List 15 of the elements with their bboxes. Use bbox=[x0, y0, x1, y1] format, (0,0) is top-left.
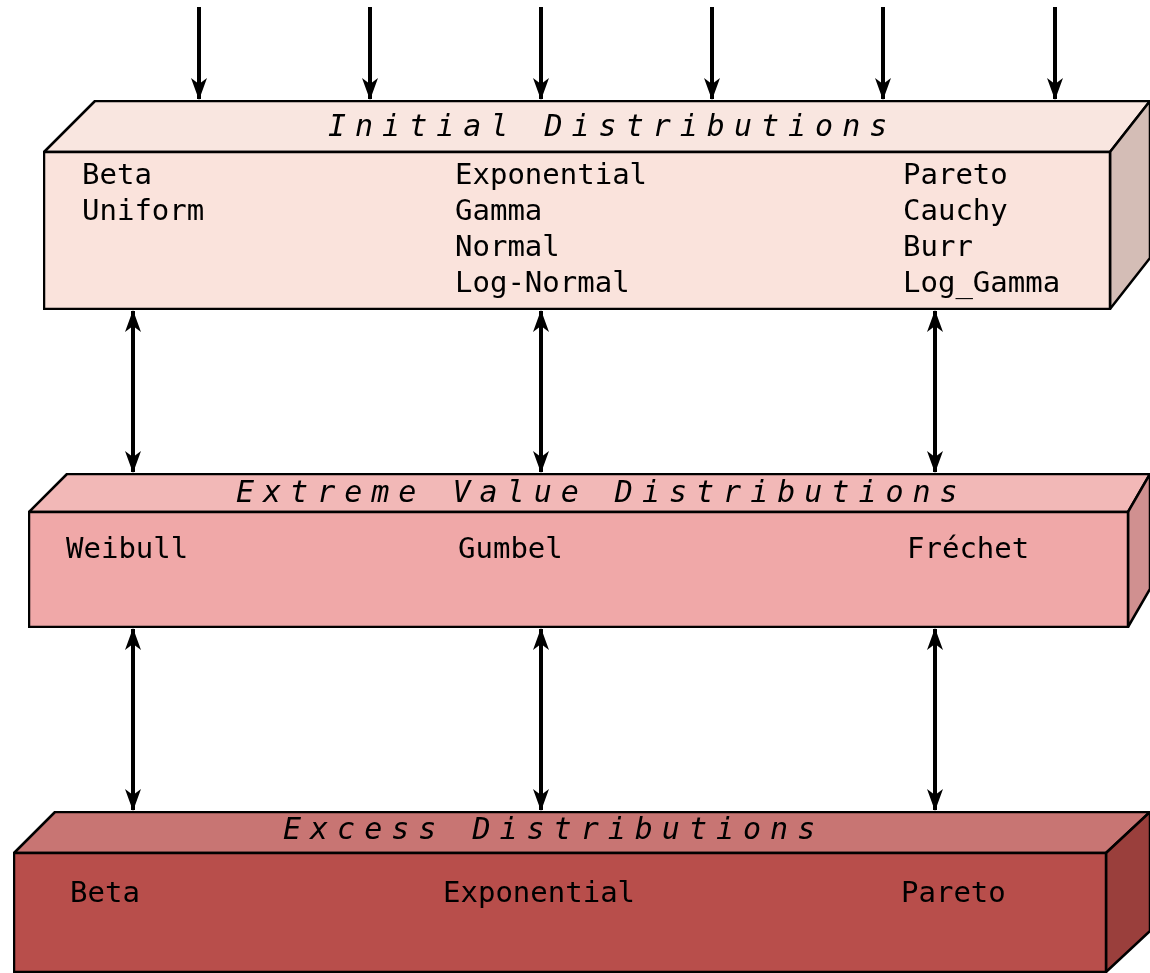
double-arrow bbox=[927, 310, 943, 473]
double-arrow bbox=[533, 310, 549, 473]
slab-title: Initial Distributions bbox=[328, 108, 897, 144]
arrow bbox=[362, 7, 378, 100]
arrow bbox=[1047, 7, 1063, 100]
arrow bbox=[191, 7, 207, 100]
double-arrow bbox=[125, 628, 141, 811]
arrow bbox=[704, 7, 720, 100]
arrow bbox=[533, 7, 549, 100]
arrow bbox=[875, 7, 891, 100]
double-arrow bbox=[125, 310, 141, 473]
double-arrow bbox=[533, 628, 549, 811]
slab-title: Excess Distributions bbox=[283, 811, 825, 847]
slab-title: Extreme Value Distributions bbox=[236, 474, 967, 510]
double-arrow bbox=[927, 628, 943, 811]
